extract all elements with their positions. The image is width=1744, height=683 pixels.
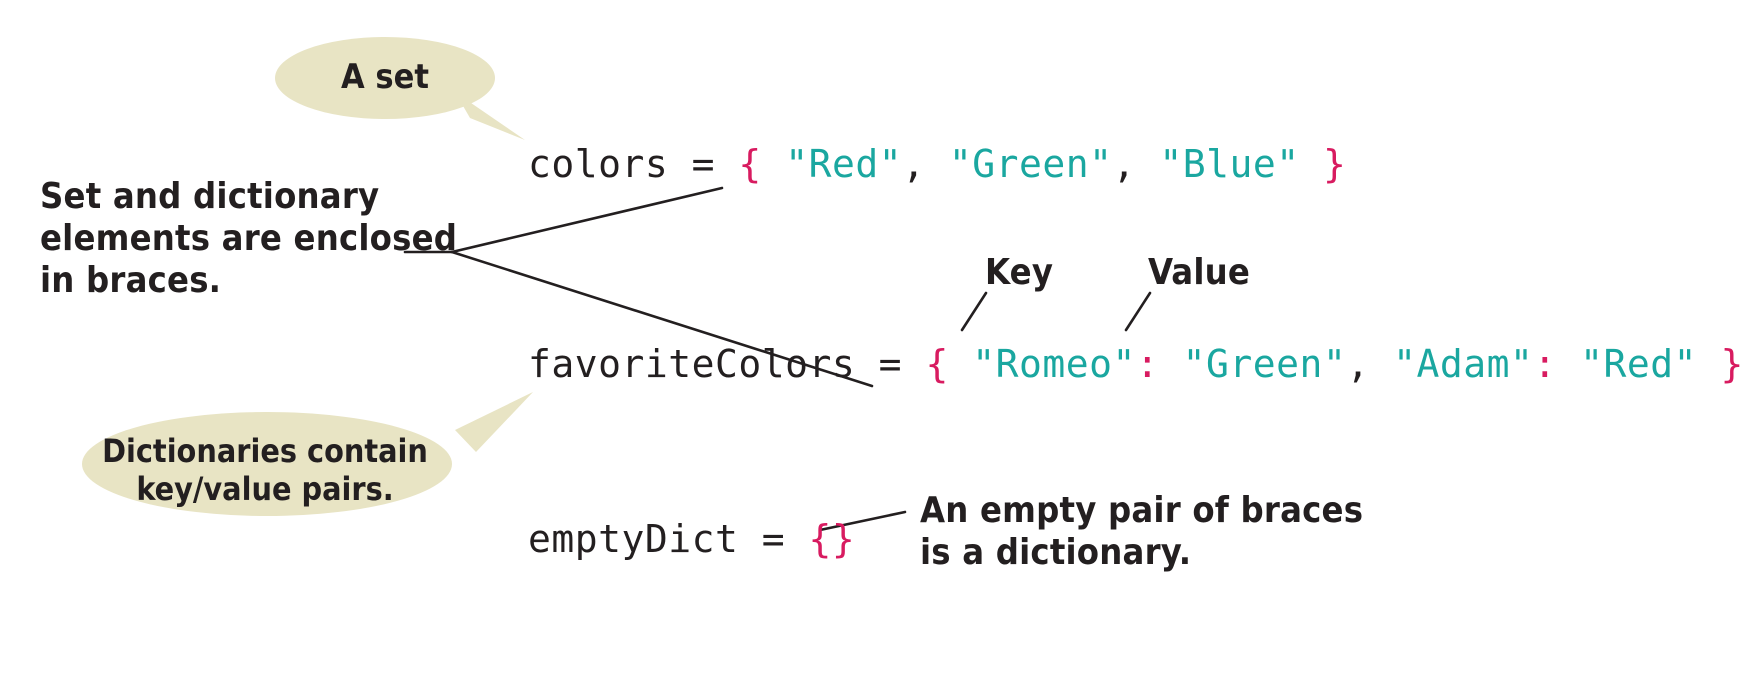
- code-token-punct: ,: [1112, 142, 1136, 186]
- code-line-empty-dict: emptyDict = {}: [528, 517, 855, 561]
- code-token-op: =: [855, 342, 903, 386]
- annotation-value-label: Value: [1148, 252, 1251, 293]
- code-token-punct: ,: [1346, 342, 1370, 386]
- code-token-punct: [762, 142, 785, 186]
- code-token-ident: colors: [528, 142, 669, 186]
- leader-to-favorite: [450, 250, 874, 388]
- code-token-str: "Romeo": [972, 342, 1136, 386]
- callout-a-set-body: [275, 37, 495, 119]
- code-line-favorite-colors: favoriteColors = { "Romeo": "Green", "Ad…: [528, 342, 1744, 386]
- callout-dictionaries: [82, 392, 533, 516]
- leader-lines-braces: [403, 186, 874, 388]
- callout-dictionaries-tail: [455, 392, 533, 452]
- code-token-colon: :: [1135, 342, 1160, 386]
- code-token-brace: }: [1720, 342, 1744, 386]
- code-token-brace: }: [1322, 142, 1347, 186]
- callout-a-set-label: A set: [341, 57, 429, 97]
- callout-dictionaries-body: [82, 412, 452, 516]
- code-token-str: "Green": [948, 142, 1113, 186]
- code-token-ident: favoriteColors: [528, 342, 856, 386]
- code-token-punct: [1300, 142, 1323, 186]
- callout-a-set: [275, 37, 525, 140]
- code-token-punct: [925, 142, 948, 186]
- code-token-punct: [1136, 142, 1159, 186]
- code-line-colors: colors = { "Red", "Green", "Blue" }: [528, 142, 1346, 186]
- code-token-brace: {}: [808, 517, 856, 561]
- leader-empty-dict: [818, 510, 907, 532]
- code-token-str: "Adam": [1393, 342, 1534, 386]
- code-token-brace: {: [738, 142, 762, 186]
- code-token-punct: [1159, 342, 1182, 386]
- code-token-str: "Green": [1182, 342, 1347, 386]
- code-token-punct: [949, 342, 972, 386]
- code-token-str: "Blue": [1159, 142, 1300, 186]
- code-token-op: =: [668, 142, 739, 186]
- callout-a-set-tail: [455, 92, 525, 140]
- leader-key-tick: [960, 291, 988, 332]
- code-token-punct: [1370, 342, 1393, 386]
- code-token-colon: :: [1533, 342, 1557, 386]
- code-token-punct: [1557, 342, 1580, 386]
- code-token-op: =: [738, 517, 809, 561]
- code-token-punct: [902, 342, 925, 386]
- leader-to-colors: [450, 186, 724, 254]
- annotation-braces-note: Set and dictionary elements are enclosed…: [40, 176, 458, 301]
- code-token-brace: {: [925, 342, 949, 386]
- callout-dictionaries-label: Dictionaries contain key/value pairs.: [102, 432, 428, 509]
- leader-value-tick: [1124, 291, 1152, 332]
- code-token-str: "Red": [785, 142, 903, 186]
- annotation-key-label: Key: [985, 252, 1054, 293]
- code-token-ident: emptyDict: [528, 517, 739, 561]
- code-token-punct: ,: [902, 142, 926, 186]
- annotation-empty-braces-note: An empty pair of braces is a dictionary.: [920, 490, 1364, 573]
- code-token-punct: [1697, 342, 1720, 386]
- code-token-str: "Red": [1580, 342, 1698, 386]
